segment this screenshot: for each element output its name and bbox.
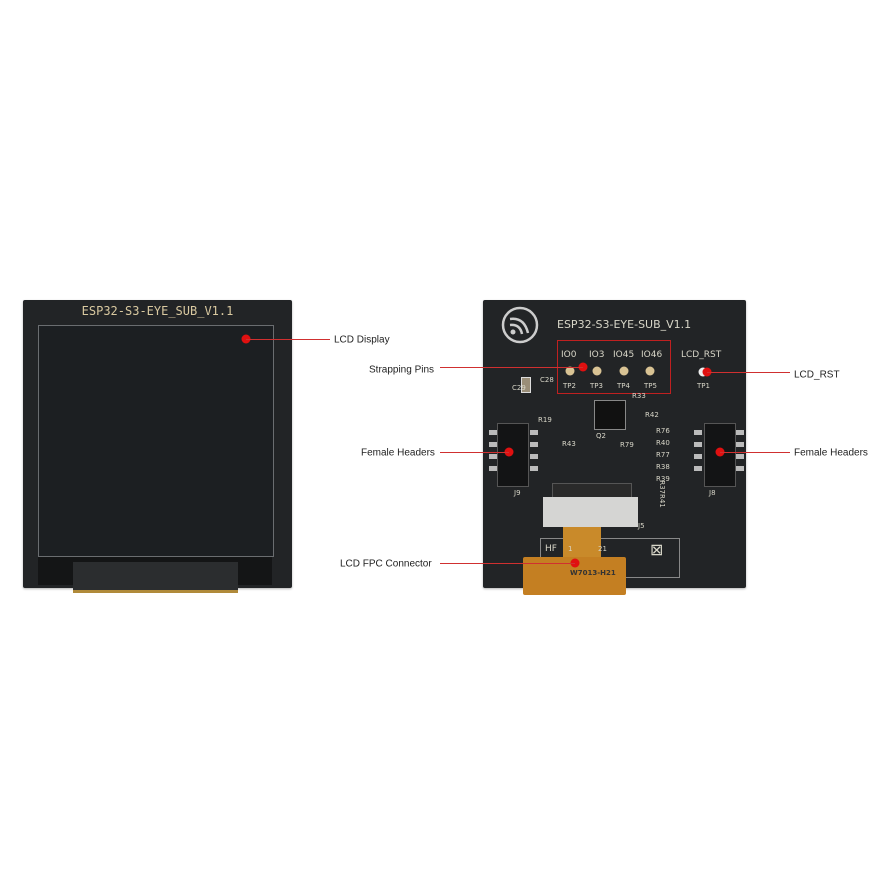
hf-label: HF (545, 544, 557, 554)
header-pin (530, 466, 538, 471)
tp-label: TP5 (644, 382, 657, 390)
r-label: R77 (656, 451, 670, 459)
espressif-logo (501, 306, 539, 344)
callout-dot (504, 447, 514, 457)
header-pin (489, 430, 497, 435)
r42-label: R42 (645, 411, 659, 419)
header-pin (694, 442, 702, 447)
tp-label: TP2 (563, 382, 576, 390)
transistor-q2 (594, 400, 626, 430)
callout-dot (578, 362, 588, 372)
fpc-pin1-label: 1 (568, 545, 573, 553)
q2-label: Q2 (596, 432, 606, 440)
header-pin (489, 466, 497, 471)
j9-label: J9 (514, 489, 521, 497)
header-pin (736, 430, 744, 435)
callout-line (720, 452, 790, 453)
callout-lcd-fpc-connector: LCD FPC Connector (340, 558, 432, 570)
lcd-flex-tab (73, 562, 238, 593)
header-pin (530, 442, 538, 447)
io-label: IO3 (589, 350, 605, 360)
callout-line (440, 452, 509, 453)
weee-icon: ⊠ (650, 540, 664, 559)
lcd-display-panel (38, 325, 274, 557)
capacitor (521, 377, 531, 393)
callout-female-headers-left: Female Headers (361, 447, 435, 459)
tp1-label: TP1 (697, 382, 710, 390)
r-label: R76 (656, 427, 670, 435)
r-label: R40 (656, 439, 670, 447)
j5-label: J5 (638, 522, 645, 530)
front-board: ESP32-S3-EYE_SUB_V1.1 (23, 300, 292, 593)
back-board-title: ESP32-S3-EYE-SUB_V1.1 (557, 318, 692, 331)
callout-lcd-display: LCD Display (334, 334, 390, 346)
test-pad (592, 366, 602, 376)
io-label: IO46 (641, 350, 663, 360)
r33-label: R33 (632, 392, 646, 400)
header-pin (489, 442, 497, 447)
fpc-connector-latch (543, 497, 638, 527)
io-label: IO0 (561, 350, 577, 360)
header-pin (736, 454, 744, 459)
r43-label: R43 (562, 440, 576, 448)
callout-dot (570, 558, 580, 568)
r37r41-label: R37R41 (657, 480, 666, 508)
c28-label: C28 (540, 376, 554, 384)
female-header-j9 (497, 423, 529, 487)
header-pin (694, 430, 702, 435)
r-label: R38 (656, 463, 670, 471)
callout-female-headers-right: Female Headers (794, 447, 868, 459)
header-pin (694, 466, 702, 471)
header-pin (736, 466, 744, 471)
test-pad (645, 366, 655, 376)
io-label: IO45 (613, 350, 635, 360)
r79-label: R79 (620, 441, 634, 449)
header-pin (530, 430, 538, 435)
header-pin (489, 454, 497, 459)
fpc-part-label: W7013-H21 (570, 569, 616, 577)
callout-lcd-rst: LCD_RST (794, 369, 840, 381)
tp-label: TP4 (617, 382, 630, 390)
callout-line (440, 563, 575, 564)
tp-label: TP3 (590, 382, 603, 390)
test-pad (619, 366, 629, 376)
fpc-flex-cable (563, 527, 601, 557)
callout-line (707, 372, 790, 373)
c29-label: C29 (512, 384, 526, 392)
fpc-pin21-label: 21 (598, 545, 607, 553)
test-pad (565, 366, 575, 376)
header-pin (530, 454, 538, 459)
lcd-rst-silk: LCD_RST (681, 350, 722, 360)
front-board-title: ESP32-S3-EYE_SUB_V1.1 (81, 304, 234, 318)
r-label: R39 (656, 475, 670, 483)
callout-line (440, 367, 583, 368)
callout-line (246, 339, 330, 340)
j8-label: J8 (709, 489, 716, 497)
callout-strapping-pins: Strapping Pins (369, 364, 435, 376)
header-pin (736, 442, 744, 447)
r19-label: R19 (538, 416, 552, 424)
header-pin (694, 454, 702, 459)
